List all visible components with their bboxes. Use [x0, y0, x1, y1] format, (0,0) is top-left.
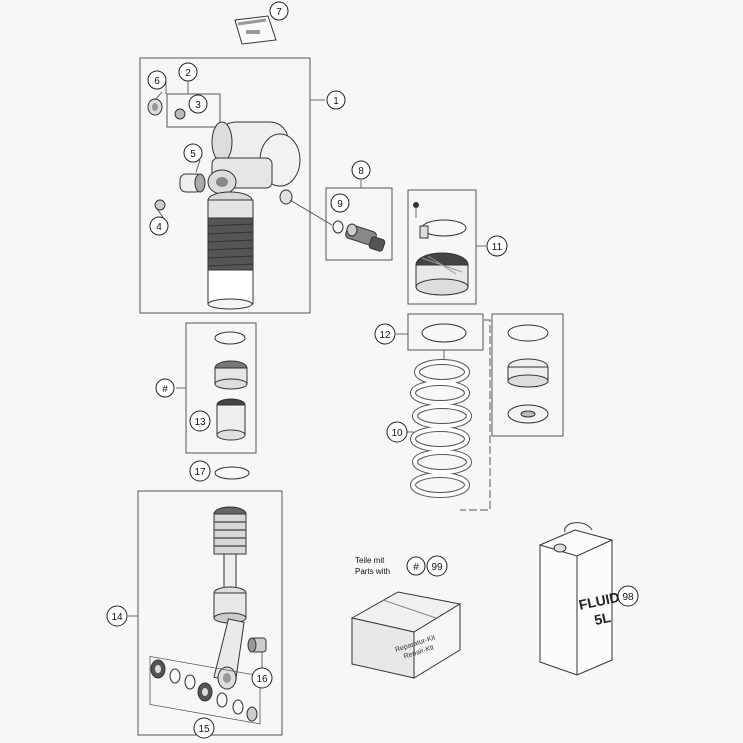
bushing-part	[179, 173, 206, 193]
svg-text:#: #	[413, 562, 419, 573]
svg-text:2: 2	[185, 68, 191, 79]
callout-hash-99: #	[406, 556, 426, 576]
callout-10: 10	[386, 421, 408, 443]
callout-4: 4	[149, 216, 169, 236]
spring-seat-box	[491, 313, 564, 437]
svg-text:14: 14	[111, 612, 123, 623]
repair-kit-part: Reparatur-Kit Repair-Kit	[350, 591, 462, 679]
svg-text:11: 11	[492, 242, 503, 253]
callout-14: 14	[106, 605, 128, 627]
fluid-label-line2: 5L	[593, 609, 613, 628]
callout-15: 15	[193, 717, 215, 739]
svg-text:10: 10	[391, 428, 403, 439]
small-nut-part	[174, 108, 186, 120]
bolt-part	[247, 637, 267, 668]
svg-text:17: 17	[194, 467, 206, 478]
callout-5: 5	[183, 143, 203, 163]
shock-body-part	[207, 121, 301, 310]
valve-part	[154, 199, 166, 211]
parts-note-line1: Teile mit	[355, 556, 385, 565]
callout-9: 9	[330, 193, 350, 213]
spring-seat-part	[421, 323, 549, 424]
pin-part	[279, 189, 293, 205]
svg-text:9: 9	[337, 199, 343, 210]
group-box-2	[166, 93, 221, 128]
svg-text:8: 8	[358, 166, 364, 177]
svg-text:4: 4	[156, 222, 162, 233]
assembly-box-1	[139, 57, 311, 314]
svg-text:#: #	[162, 384, 168, 395]
preload-adjuster-part	[413, 202, 469, 296]
callout-13: 13	[189, 410, 211, 432]
callout-11: 11	[486, 235, 508, 257]
callout-99: 99	[426, 555, 448, 577]
decal-part	[234, 15, 277, 45]
svg-text:16: 16	[256, 674, 268, 685]
callout-2: 2	[178, 62, 198, 82]
callout-12: 12	[374, 323, 396, 345]
assembly-box-12	[407, 313, 484, 351]
svg-text:13: 13	[194, 417, 206, 428]
fluid-can-part: FLUID 5L	[539, 522, 621, 676]
seal-kit-part	[214, 331, 248, 441]
callout-1: 1	[326, 90, 346, 110]
svg-text:7: 7	[276, 7, 282, 18]
washer-part	[147, 98, 163, 116]
coil-spring-part	[407, 319, 491, 511]
circlip-part	[214, 466, 250, 480]
assembly-box-11	[407, 189, 477, 305]
parts-note-line2: Parts with	[355, 567, 390, 576]
callout-hash: #	[155, 378, 175, 398]
svg-text:6: 6	[154, 76, 160, 87]
callout-17: 17	[189, 460, 211, 482]
callout-98: 98	[617, 585, 639, 607]
svg-text:99: 99	[431, 562, 443, 573]
assembly-box-8	[325, 187, 393, 261]
callout-8: 8	[351, 160, 371, 180]
svg-text:98: 98	[622, 592, 634, 603]
damper-rod-part	[213, 506, 247, 690]
svg-text:3: 3	[195, 100, 201, 111]
callout-16: 16	[251, 667, 273, 689]
bearing-seal-set-part	[149, 655, 261, 725]
svg-text:5: 5	[190, 149, 196, 160]
svg-text:12: 12	[379, 330, 391, 341]
adjuster-valve-part	[332, 220, 386, 252]
callout-6: 6	[147, 70, 167, 90]
svg-text:15: 15	[198, 724, 210, 735]
svg-text:1: 1	[333, 96, 339, 107]
callout-7: 7	[269, 1, 289, 21]
callout-3: 3	[188, 94, 208, 114]
